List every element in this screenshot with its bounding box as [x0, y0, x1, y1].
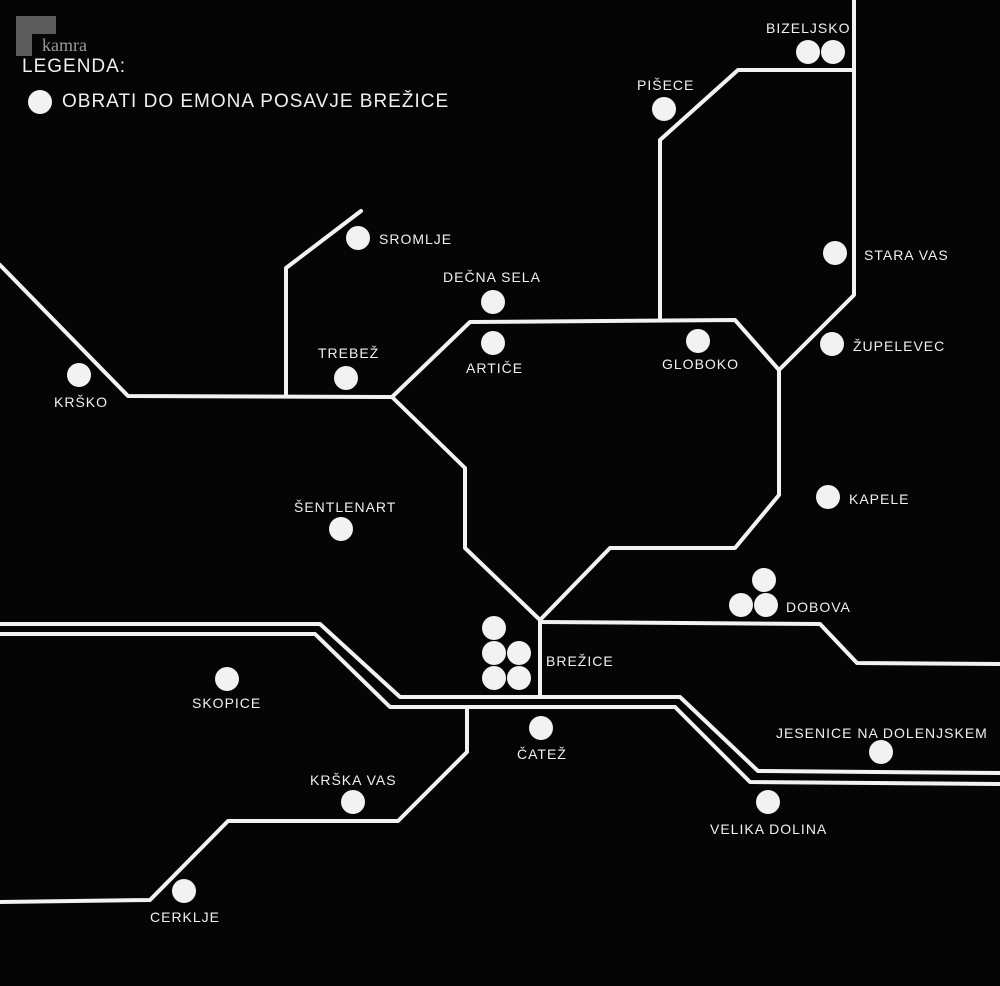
store-marker-brezice-1 — [482, 616, 506, 640]
label-cerklje: CERKLJE — [150, 909, 221, 925]
road-junction-brezice — [390, 395, 542, 622]
store-marker-velika-dolina-1 — [756, 790, 780, 814]
road-pisece — [658, 68, 855, 322]
store-marker-brezice-4 — [482, 666, 506, 690]
kamra-logo-icon — [16, 16, 56, 56]
road-sromlje — [284, 209, 363, 398]
store-marker-skopice-1 — [215, 667, 239, 691]
label-artice: ARTIČE — [466, 360, 524, 376]
label-brezice: BREŽICE — [546, 653, 614, 669]
kamra-watermark-logo — [12, 12, 122, 60]
label-trebez: TREBEŽ — [318, 345, 380, 361]
road-krsko-trebez — [0, 263, 394, 399]
store-marker-kapele-1 — [816, 485, 840, 509]
road-dobova — [538, 620, 1000, 666]
road-artice-globoko — [390, 318, 781, 622]
store-marker-jesenice-1 — [869, 740, 893, 764]
label-sentlenart: ŠENTLENART — [294, 499, 397, 515]
store-marker-catez-1 — [529, 716, 553, 740]
highway-lower — [0, 632, 1000, 786]
store-marker-brezice-2 — [482, 641, 506, 665]
store-marker-stara-vas-1 — [823, 241, 847, 265]
watermark-text: kamra — [42, 35, 87, 55]
store-marker-pisece-1 — [652, 97, 676, 121]
store-marker-globoko-1 — [686, 329, 710, 353]
store-marker-decna-sela-1 — [481, 290, 505, 314]
store-marker-sentlenart-1 — [329, 517, 353, 541]
store-marker-krska-vas-1 — [341, 790, 365, 814]
store-marker-sromlje-1 — [346, 226, 370, 250]
legend-title: LEGENDA: — [22, 56, 127, 77]
store-marker-bizeljsko-2 — [821, 40, 845, 64]
label-kapele: KAPELE — [849, 491, 910, 507]
legend-entry: OBRATI DO EMONA POSAVJE BREŽICE — [62, 91, 450, 112]
label-skopice: SKOPICE — [192, 695, 262, 711]
highway-upper — [0, 622, 1000, 775]
store-marker-dobova-3 — [754, 593, 778, 617]
label-sromlje: SROMLJE — [379, 231, 453, 247]
label-globoko: GLOBOKO — [662, 356, 740, 372]
store-marker-krsko-1 — [67, 363, 91, 387]
store-marker-artice-1 — [481, 331, 505, 355]
store-marker-bizeljsko-1 — [796, 40, 820, 64]
label-jesenice-na-dolenjskem: JESENICE NA DOLENJSKEM — [776, 725, 988, 741]
label-catez: ČATEŽ — [517, 746, 567, 762]
label-stara-vas: STARA VAS — [864, 247, 949, 263]
label-dobova: DOBOVA — [786, 599, 851, 615]
road-bizeljsko-stara-vas — [777, 0, 856, 372]
road-cerklje — [0, 705, 469, 904]
label-krsko: KRŠKO — [54, 394, 109, 410]
store-marker-dobova-1 — [752, 568, 776, 592]
label-krska-vas: KRŠKA VAS — [310, 772, 397, 788]
label-pisece: PIŠECE — [637, 77, 695, 93]
label-zupelevec: ŽUPELEVEC — [853, 338, 946, 354]
label-velika-dolina: VELIKA DOLINA — [710, 821, 828, 837]
store-marker-dobova-2 — [729, 593, 753, 617]
store-marker-cerklje-1 — [172, 879, 196, 903]
store-marker-brezice-5 — [507, 666, 531, 690]
store-marker-brezice-3 — [507, 641, 531, 665]
label-decna-sela: DEČNA SELA — [443, 269, 541, 285]
store-marker-trebez-1 — [334, 366, 358, 390]
label-bizeljsko: BIZELJSKO — [766, 20, 851, 36]
store-marker-zupelevec-1 — [820, 332, 844, 356]
legend-marker-icon — [28, 90, 52, 114]
